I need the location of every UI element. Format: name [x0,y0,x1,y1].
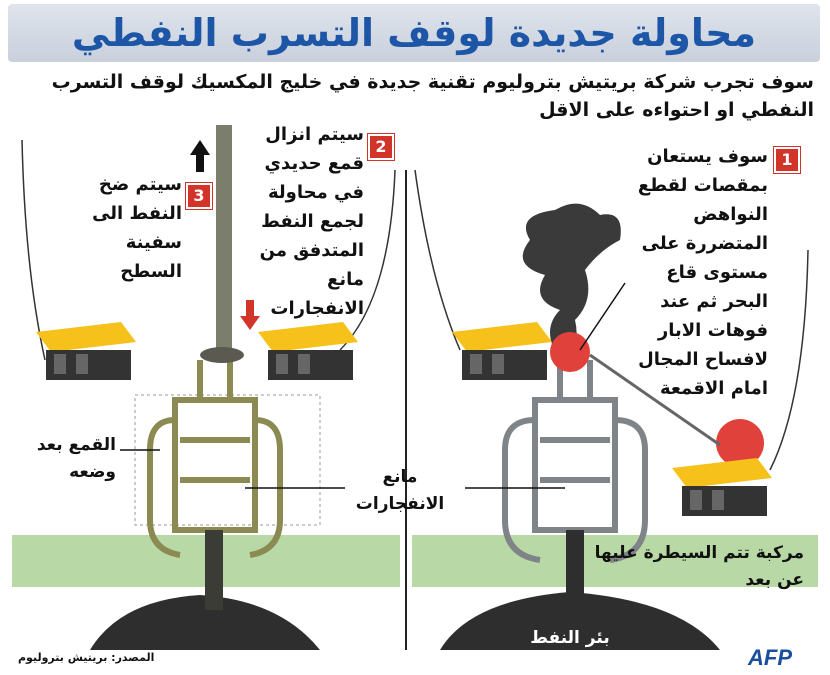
step-1-badge: 1 [774,147,800,173]
arrow-down-icon [240,300,260,330]
step-2-badge: 2 [368,134,394,160]
leader-rov [589,353,721,447]
step-2-text: سيتم انزال قمع حديدي في محاولة لجمع النف… [259,124,364,319]
cable-center-right [414,169,461,351]
rov-robot-1 [36,322,136,380]
source-credit: المصدر: بريتيش بتروليوم [18,651,155,664]
step-1-text: سوف يستعان بمقصات لقطع النواهض المتضررة … [637,146,768,399]
rov-robot-2 [258,322,358,380]
ground-mound-right [440,592,720,650]
riser-pipe [216,125,232,355]
rov-robot-3 [452,322,552,380]
cut-marker-bottom [716,419,764,467]
wellhead-pipe-left [205,530,223,610]
step-3-badge: 3 [186,183,212,209]
wellhead-pipe-right [566,530,584,610]
funnel-outline [134,394,321,526]
ground-mound-left [90,595,320,650]
cable-left [21,139,46,361]
oil-plume [522,203,621,362]
afp-logo: AFP [748,645,792,670]
subtitle: سوف تجرب شركة بريتيش بتروليوم تقنية جديد… [51,71,814,121]
funnel-cap [200,347,244,363]
step-3-text: سيتم ضخ النفط الى سفينة السطح [92,174,182,282]
cable-right [769,249,809,471]
arrow-up-icon [190,140,210,172]
label-funnel-after: القمع بعد وضعه [36,435,116,482]
title-bar [8,4,820,62]
label-blowout-preventer: مانع الانفجارات [355,467,445,514]
label-oil-well: بئر النفط [530,628,610,648]
leader-step1 [579,282,626,351]
label-rov: مركبة تتم السيطرة عليها عن بعد [594,543,804,590]
page-title: محاولة جديدة لوقف التسرب النفطي [71,11,757,55]
panel-divider [405,170,407,650]
bop-left [147,360,283,558]
cut-marker-top [550,332,590,372]
bop-right [502,360,648,563]
rov-robot-4 [672,458,772,516]
